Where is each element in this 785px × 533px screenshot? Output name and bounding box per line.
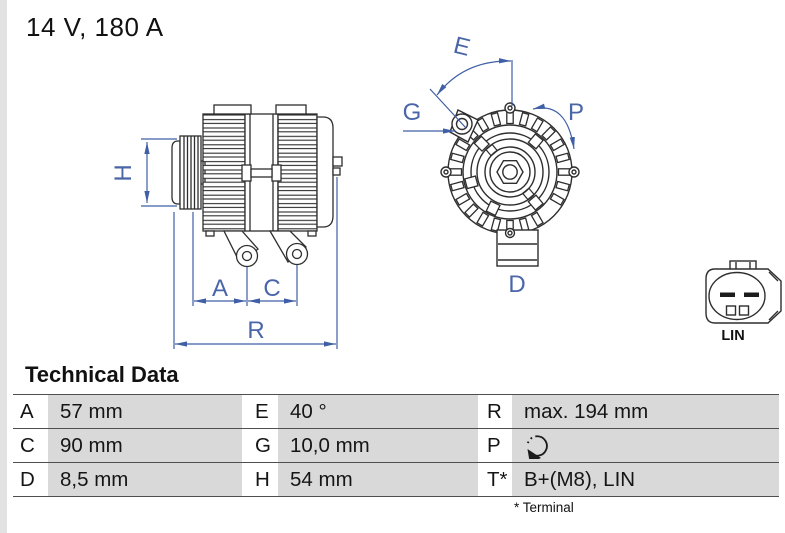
alternator-front-view [440, 102, 580, 267]
mounting-lug [268, 230, 309, 266]
dim-label-H: H [110, 164, 137, 181]
spec-value: B+(M8), LIN [512, 462, 779, 496]
mounting-lug [222, 230, 259, 268]
dim-label-E: E [451, 32, 473, 62]
rear-cap [316, 116, 334, 228]
spec-value: 57 mm [48, 394, 242, 428]
connector-label: LIN [721, 328, 744, 344]
alternator-side-view [171, 104, 343, 268]
spec-value: 8,5 mm [48, 462, 242, 496]
lin-connector-diagram [705, 260, 782, 324]
rotation-direction-icon [526, 434, 548, 459]
technical-data-table: A 57 mm E 40 ° R max. 194 mm C 90 mm G 1… [13, 394, 779, 497]
spec-key: H [242, 462, 278, 496]
spec-key: C [13, 428, 48, 462]
spec-key: R [478, 394, 512, 428]
front-view-annotations [403, 58, 575, 150]
bplus-terminal [332, 156, 343, 167]
dim-label-R: R [247, 317, 264, 344]
spec-key: A [13, 394, 48, 428]
connector-pin [744, 292, 759, 297]
spec-key: G [242, 428, 278, 462]
spec-value: 90 mm [48, 428, 242, 462]
technical-data-heading: Technical Data [25, 362, 179, 387]
connector-pin [720, 292, 735, 297]
dim-label-D: D [508, 271, 525, 298]
rear-fin-section [277, 113, 318, 232]
terminal-footnote: * Terminal [514, 500, 574, 515]
spec-key: D [13, 462, 48, 496]
dim-label-C: C [263, 275, 280, 302]
shaft-hex-nut [496, 159, 524, 185]
bottom-bracket [496, 227, 539, 267]
rating-title: 14 V, 180 A [26, 12, 164, 42]
front-fin-section [202, 113, 246, 232]
spec-value: 40 ° [278, 394, 478, 428]
side-view-dimensions [141, 138, 338, 349]
dim-label-P: P [568, 99, 584, 126]
spec-value: 54 mm [278, 462, 478, 496]
dim-label-G: G [403, 99, 422, 126]
spec-value: 10,0 mm [278, 428, 478, 462]
pulley-hub [171, 140, 181, 205]
spec-value-rotation [512, 428, 779, 462]
spec-value: max. 194 mm [512, 394, 779, 428]
spec-key: P [478, 428, 512, 462]
left-edge-strip [0, 0, 7, 533]
spec-key: E [242, 394, 278, 428]
dim-label-A: A [212, 275, 228, 302]
spec-key: T* [478, 462, 512, 496]
